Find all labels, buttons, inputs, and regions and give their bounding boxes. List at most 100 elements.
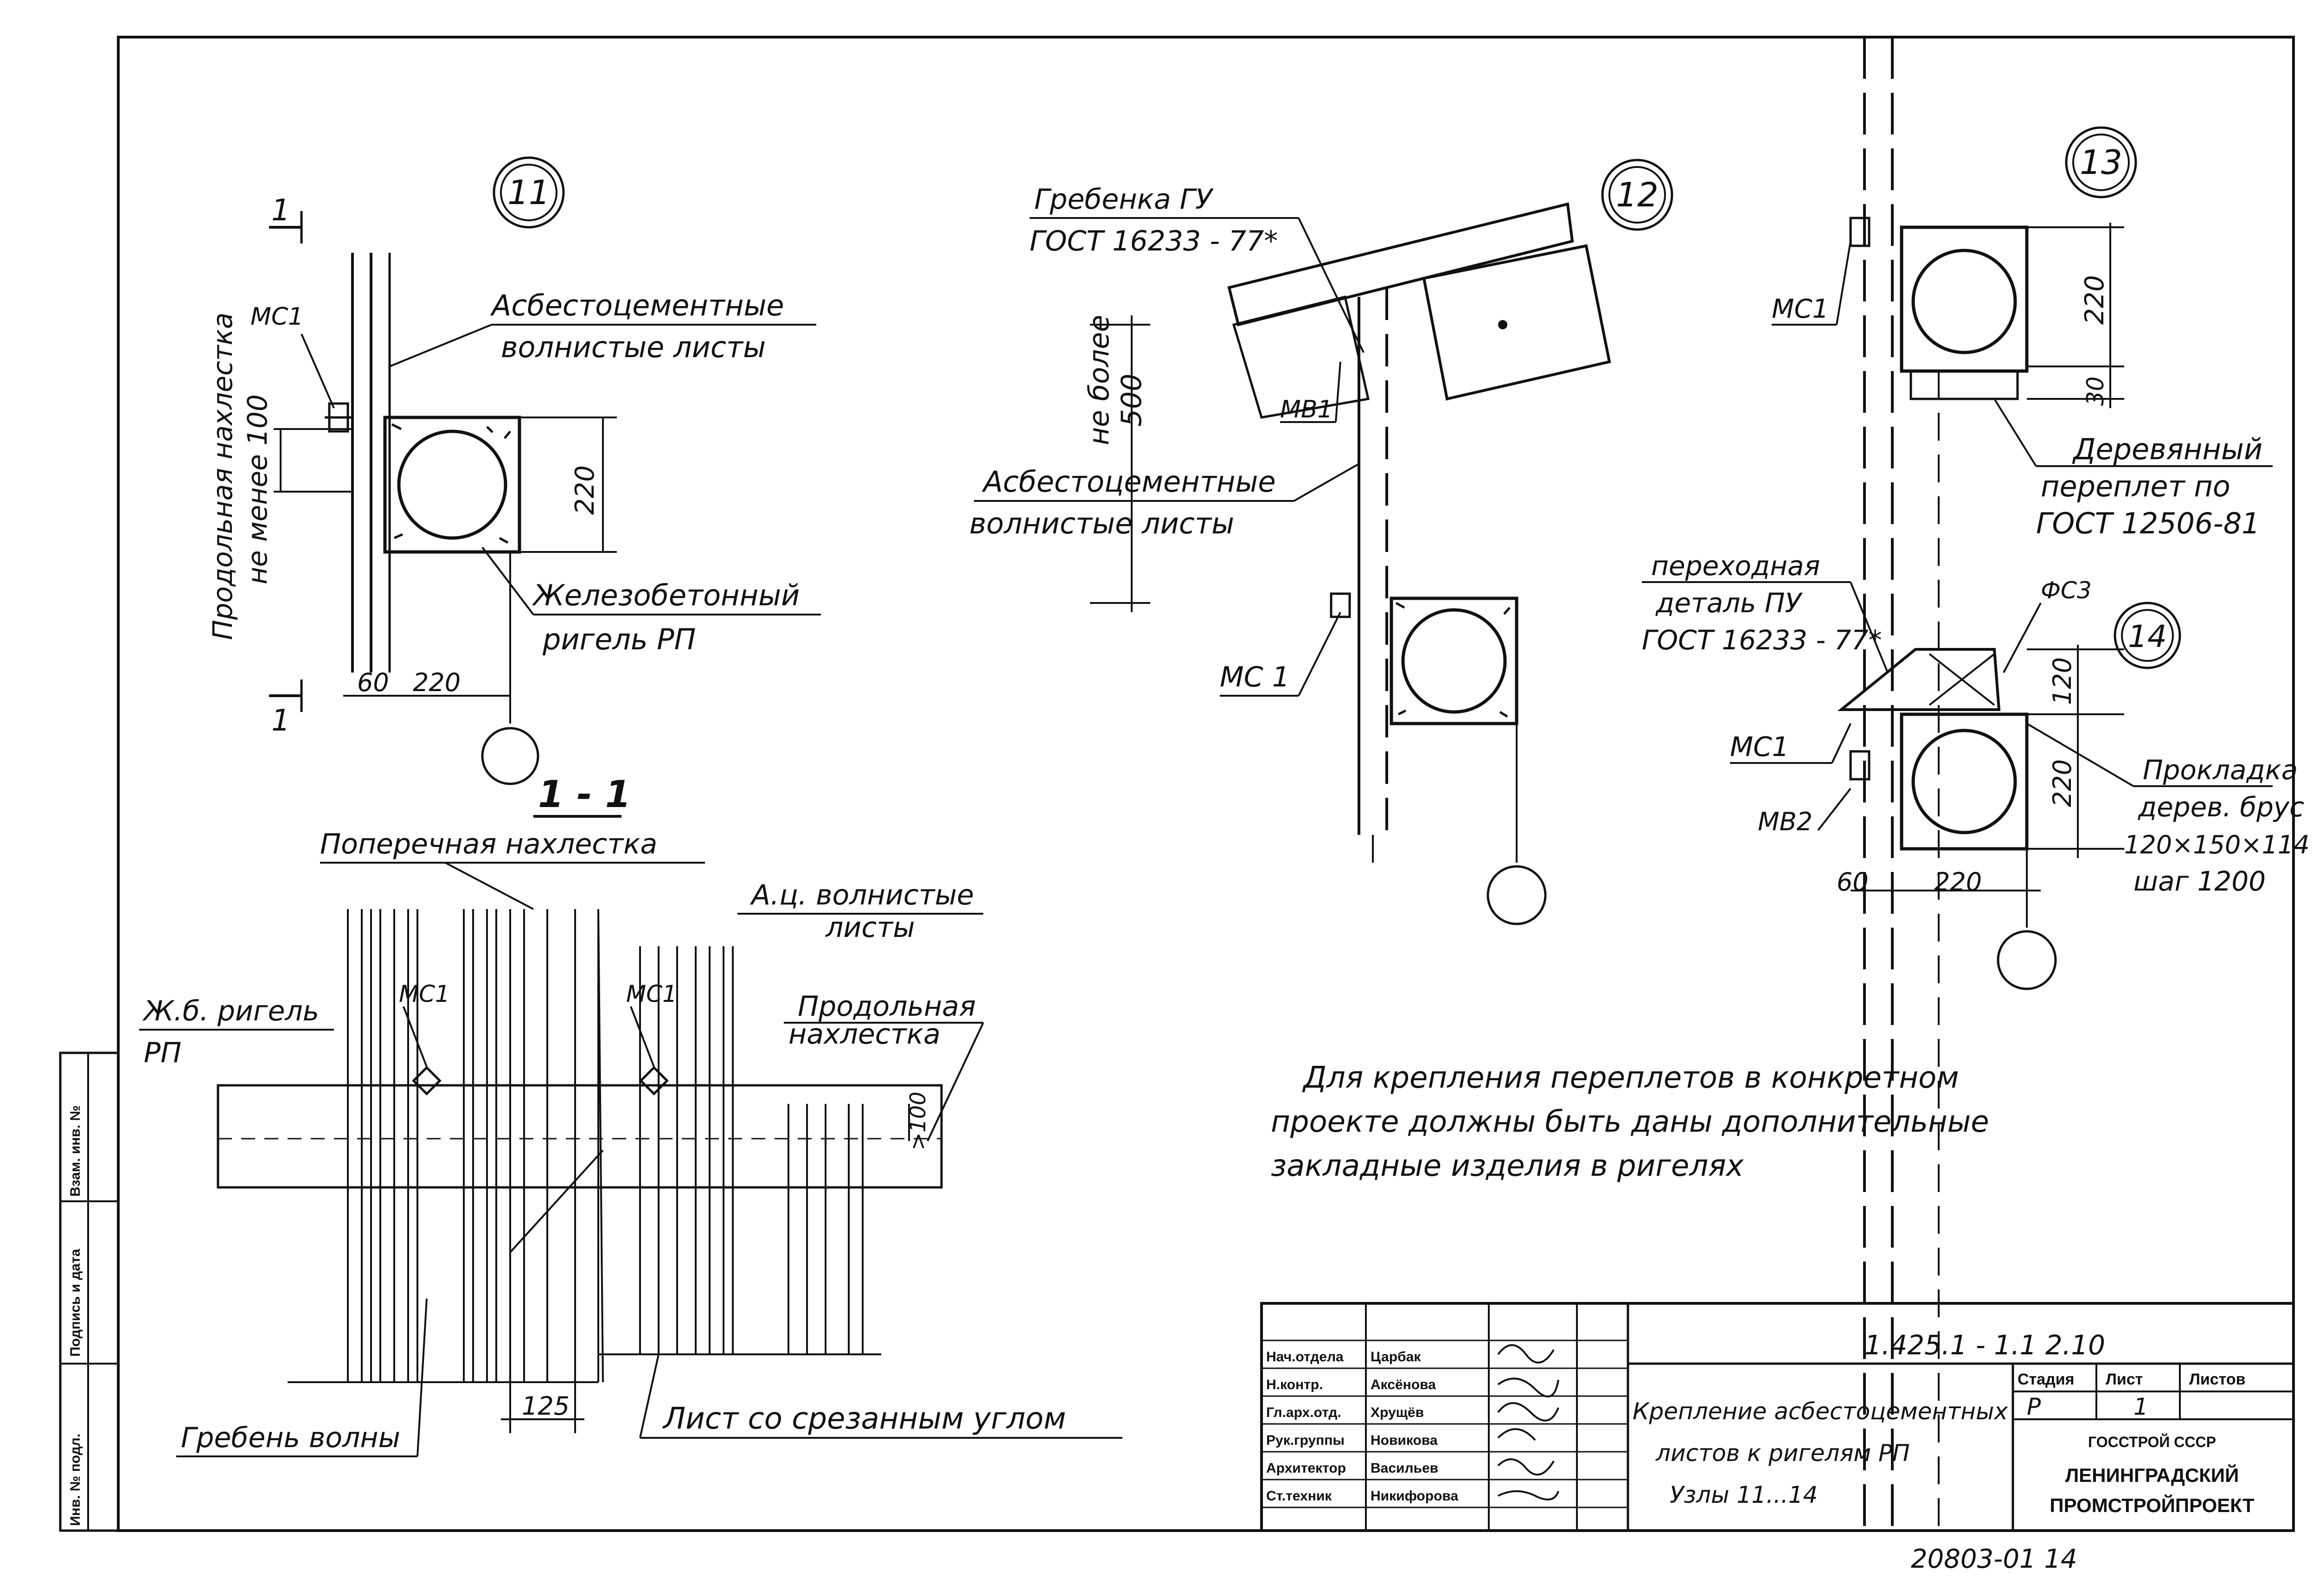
node-12-number: 12 xyxy=(1616,175,1659,214)
section-longitudinal-label: Продольная xyxy=(798,990,976,1023)
node-11-beam-label: Железобетонный xyxy=(532,578,800,612)
archive-number: 20803-01 14 xyxy=(1911,1544,2077,1574)
title-block-sheet-label: Лист xyxy=(2106,1371,2143,1388)
node-12-comb-gost: ГОСТ 16233 - 77* xyxy=(1030,225,1278,257)
general-note: Для крепления переплетов в конкретном пр… xyxy=(1271,1061,1989,1183)
note-line-1: Для крепления переплетов в конкретном xyxy=(1302,1061,1959,1095)
section-mc1-a: МС1 xyxy=(399,981,450,1007)
staff-name-1: Царбак xyxy=(1371,1349,1421,1365)
title-block-org-3: ПРОМСТРОЙПРОЕКТ xyxy=(2050,1494,2255,1516)
staff-name-6: Никифорова xyxy=(1371,1488,1458,1504)
section-ac-sheets-label: А.ц. волнистые xyxy=(750,879,974,911)
section-dim-125: 125 xyxy=(522,1391,570,1421)
node-12-sheets-label-2: волнистые листы xyxy=(969,506,1234,540)
node-14-transition-piece xyxy=(1837,648,2001,711)
node-11-sheets-label-2: волнистые листы xyxy=(501,330,766,364)
node-12-not-more-label: не более xyxy=(1083,315,1115,445)
node-12-axis-marker xyxy=(1486,865,1547,925)
node-13-dim-220: 220 xyxy=(2080,275,2110,325)
node-11-sheets-label: Асбестоцементные xyxy=(490,288,784,322)
title-block-description-2: листов к ригелям РП xyxy=(1655,1440,1910,1467)
node-14-transition-detail: деталь ПУ xyxy=(1655,587,1803,619)
node-14-number: 14 xyxy=(2128,619,2167,654)
staff-role-1: Нач.отдела xyxy=(1266,1349,1344,1365)
node-12-beam xyxy=(1390,596,1518,725)
node-14-marker xyxy=(2114,602,2181,669)
node-11-overlap-min: не менее 100 xyxy=(242,394,273,584)
staff-name-5: Васильев xyxy=(1371,1461,1438,1476)
node-14-dim-220b: 220 xyxy=(1934,867,1982,897)
note-line-3: закладные изделия в ригелях xyxy=(1271,1149,1744,1183)
node-12-sheets-label: Асбестоцементные xyxy=(981,465,1276,499)
section-mark-bottom: 1 xyxy=(271,704,290,738)
node-14-pad-size: 120×150×114 xyxy=(2124,830,2310,859)
node-11-axis-marker xyxy=(481,727,539,785)
node-13-number: 13 xyxy=(2080,143,2122,182)
node-13-frame-gost: ГОСТ 12506-81 xyxy=(2036,506,2260,540)
title-block-org-2: ЛЕНИНГРАДСКИЙ xyxy=(2065,1464,2239,1486)
section-beam-label: Ж.б. ригель xyxy=(142,995,319,1027)
node-11-beam xyxy=(383,416,521,554)
node-14-dim-220: 220 xyxy=(2048,759,2077,807)
sheet-frame xyxy=(117,36,2295,1532)
node-12-not-more-value: 500 xyxy=(1115,373,1148,427)
node-12-mc1-label: МС 1 xyxy=(1220,661,1290,693)
section-dim-100: >100 xyxy=(905,1092,930,1150)
side-stamp-signature: Подпись и дата xyxy=(68,1249,83,1357)
node-14-axis-marker xyxy=(1997,930,2057,990)
node-11-overlap-label: Продольная нахлестка xyxy=(207,313,238,640)
node-11-number: 11 xyxy=(507,173,550,212)
node-14-mv2-label: МВ2 xyxy=(1758,807,1813,836)
staff-role-5: Архитектор xyxy=(1266,1461,1346,1476)
node-13-dim-30: 30 xyxy=(2082,376,2109,406)
node-12-roof xyxy=(1227,202,1574,327)
staff-role-4: Рук.группы xyxy=(1266,1433,1345,1448)
section-beam-label-2: РП xyxy=(144,1037,181,1069)
staff-name-4: Новикова xyxy=(1371,1433,1438,1448)
staff-role-2: Н.контр. xyxy=(1266,1377,1323,1392)
node-11-marker xyxy=(493,156,565,229)
node-14-pad-step: шаг 1200 xyxy=(2133,865,2266,897)
node-11: 11 1 1 МС1 Продольная нахлестка не менее… xyxy=(207,156,821,785)
node-13-frame-label: Деревянный xyxy=(2072,432,2262,466)
node-12-mv1-label: МВ1 xyxy=(1280,396,1333,423)
section-mc1-b: МС1 xyxy=(626,981,677,1007)
section-ac-sheets-label-2: листы xyxy=(825,911,915,944)
node-11-mc1-label: МС1 xyxy=(250,303,303,331)
title-block-stage: Р xyxy=(2027,1393,2041,1420)
node-14-pad-material: дерев. брус xyxy=(2138,791,2304,823)
node-11-dim-220: 220 xyxy=(570,465,600,515)
node-14-transition-label: переходная xyxy=(1651,550,1820,582)
node-13: 13 МС1 220 30 Деревянный переплет по ГОС… xyxy=(1772,37,2273,1531)
node-12-marker xyxy=(1601,159,1673,231)
title-block-sheets-label: Листов xyxy=(2189,1371,2246,1388)
node-12: 12 Гребенка ГУ ГОСТ 16233 - 77* не более… xyxy=(969,159,1673,925)
node-13-frame-label-2: переплет по xyxy=(2041,469,2230,503)
section-sheets xyxy=(288,909,881,1383)
node-14-dim-120: 120 xyxy=(2048,657,2077,705)
staff-name-3: Хрущёв xyxy=(1371,1405,1424,1420)
node-11-beam-label-2: ригель РП xyxy=(542,622,696,656)
section-transverse-label: Поперечная нахлестка xyxy=(320,828,657,860)
title-block-org-1: ГОССТРОЙ СССР xyxy=(2088,1434,2216,1450)
node-11-dim-60: 60 xyxy=(357,668,389,697)
title-block-description-3: Узлы 11...14 xyxy=(1670,1481,1818,1508)
title-block-description-1: Крепление асбестоцементных xyxy=(1633,1398,2008,1425)
section-1-1: 1 - 1 Поперечная нахлестка А.ц. волнисты… xyxy=(139,773,1122,1457)
node-14-mc1-label: МС1 xyxy=(1730,731,1789,763)
title-block-code: 1.425.1 - 1.1 2.10 xyxy=(1864,1329,2105,1361)
node-12-comb-label: Гребенка ГУ xyxy=(1034,183,1214,216)
side-stamp-inv: Инв. № подл. xyxy=(68,1434,83,1526)
title-block-stage-label: Стадия xyxy=(2018,1371,2074,1388)
node-14-beam xyxy=(1900,712,2029,851)
node-14-transition-gost: ГОСТ 16233 - 77* xyxy=(1642,624,1882,656)
staff-name-2: Аксёнова xyxy=(1371,1377,1436,1392)
signatures xyxy=(1497,1344,1559,1500)
node-13-mc1-label: МС1 xyxy=(1772,294,1829,324)
title-block-sheet-number: 1 xyxy=(2133,1393,2148,1420)
node-11-dim-220b: 220 xyxy=(413,668,461,697)
section-wave-crest-label: Гребень волны xyxy=(181,1422,400,1454)
staff-role-6: Ст.техник xyxy=(1266,1488,1332,1504)
